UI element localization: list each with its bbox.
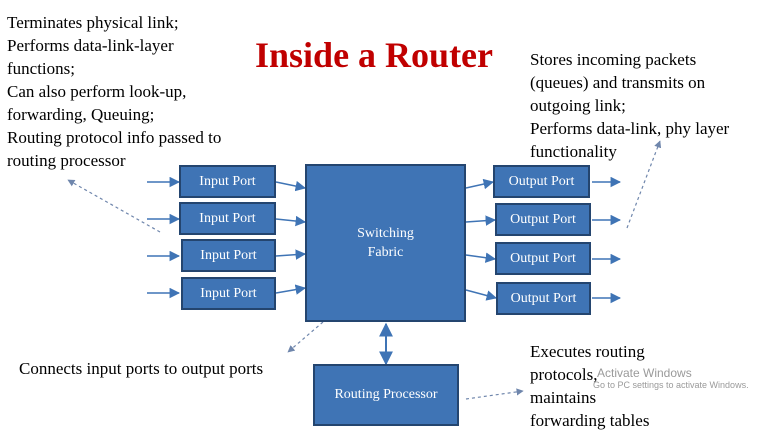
output-port-1: Output Port: [493, 165, 590, 198]
output-port-description: Stores incoming packets (queues) and tra…: [530, 50, 730, 161]
activate-windows-hint: Go to PC settings to activate Windows.: [593, 380, 749, 390]
fabric-to-port-arrow: [465, 215, 497, 226]
output-port-3: Output Port: [495, 242, 591, 275]
fabric-to-port-arrow: [465, 252, 497, 263]
port-to-fabric-arrow: [275, 215, 307, 227]
fabric-description: Connects input ports to output ports: [19, 359, 264, 378]
output-port-2: Output Port: [495, 203, 591, 236]
processor-description: Executes routing protocols, maintains fo…: [530, 342, 650, 430]
routing-processor: Routing Processor: [313, 364, 459, 426]
input-port-3: Input Port: [181, 239, 276, 272]
port-to-fabric-arrow: [275, 180, 307, 192]
input-port-1: Input Port: [179, 165, 276, 198]
input-note-pointer: [67, 179, 161, 233]
input-port-4: Input Port: [181, 277, 276, 310]
switching-fabric: Switching Fabric: [305, 164, 466, 322]
processor-note-pointer: [465, 388, 524, 400]
activate-windows-watermark: Activate Windows: [597, 366, 692, 380]
fabric-note-pointer: [287, 321, 324, 353]
fabric-to-port-arrow: [465, 289, 498, 301]
port-to-fabric-arrow: [275, 284, 307, 295]
fabric-to-port-arrow: [465, 178, 495, 190]
output-port-4: Output Port: [496, 282, 591, 315]
slide-title: Inside a Router: [255, 35, 494, 75]
input-port-2: Input Port: [179, 202, 276, 235]
input-port-description: Terminates physical link; Performs data-…: [7, 13, 222, 170]
port-to-fabric-arrow: [275, 249, 307, 260]
